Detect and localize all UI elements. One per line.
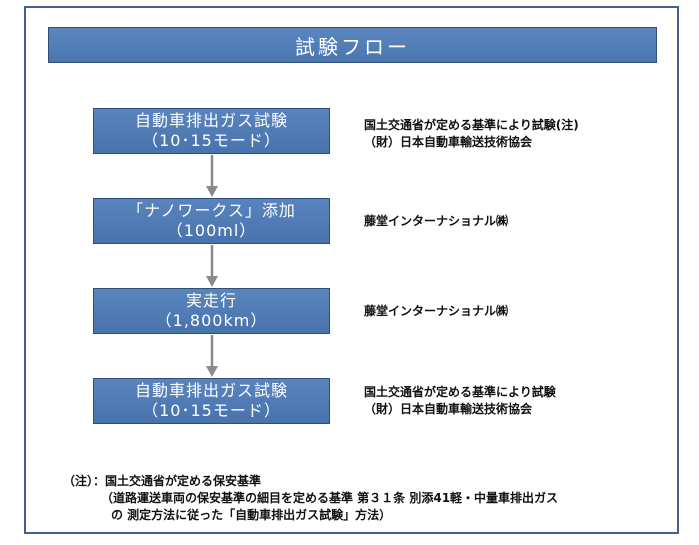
note-line: 国土交通省が定める基準により試験(注) [364, 118, 579, 132]
note-line: 藤堂インターナショナル㈱ [364, 214, 509, 228]
flow-arrow-3 [205, 335, 219, 378]
flow-arrow-1 [205, 155, 219, 198]
title-banner: 試験フロー [48, 27, 657, 63]
step-label: 実走行 [185, 291, 237, 310]
diagram-title: 試験フロー [295, 34, 410, 59]
footnote-line: （注）：国土交通省が定める保安基準 [63, 474, 262, 488]
footnote-line: の 測定方法に従った「自動車排出ガス試験」方法） [111, 508, 392, 522]
footnote-line: （道路運送車両の保安基準の細目を定める基準 第３１条 別添41軽・中量車排出ガス [101, 491, 559, 505]
flow-step-exhaust-test-before: 自動車排出ガス試験 （10･15モード） [93, 108, 330, 154]
footnote: （注）：国土交通省が定める保安基準 （道路運送車両の保安基準の細目を定める基準 … [63, 473, 558, 524]
step-note-2: 藤堂インターナショナル㈱ [364, 213, 508, 230]
step-sublabel: （100ml） [166, 221, 257, 240]
note-line: 藤堂インターナショナル㈱ [364, 304, 509, 318]
step-label: 自動車排出ガス試験 [134, 381, 288, 400]
note-line: 国土交通省が定める基準により試験 [364, 385, 556, 399]
diagram-frame [24, 6, 679, 534]
step-label: 「ナノワークス」添加 [127, 201, 296, 220]
step-note-1: 国土交通省が定める基準により試験(注) （財）日本自動車輸送技術協会 [364, 117, 579, 151]
step-sublabel: （10･15モード） [142, 401, 281, 420]
note-line: （財）日本自動車輸送技術協会 [364, 402, 533, 416]
note-line: （財）日本自動車輸送技術協会 [364, 135, 533, 149]
step-sublabel: （10･15モード） [142, 131, 281, 150]
flow-arrow-2 [205, 245, 219, 288]
step-note-4: 国土交通省が定める基準により試験 （財）日本自動車輸送技術協会 [364, 384, 556, 418]
step-label: 自動車排出ガス試験 [134, 111, 288, 130]
step-sublabel: （1,800km） [155, 311, 268, 330]
flow-step-exhaust-test-after: 自動車排出ガス試験 （10･15モード） [93, 378, 330, 424]
step-note-3: 藤堂インターナショナル㈱ [364, 303, 508, 320]
flow-step-actual-driving: 実走行 （1,800km） [93, 288, 330, 334]
flow-step-nanoworks-add: 「ナノワークス」添加 （100ml） [93, 198, 330, 244]
